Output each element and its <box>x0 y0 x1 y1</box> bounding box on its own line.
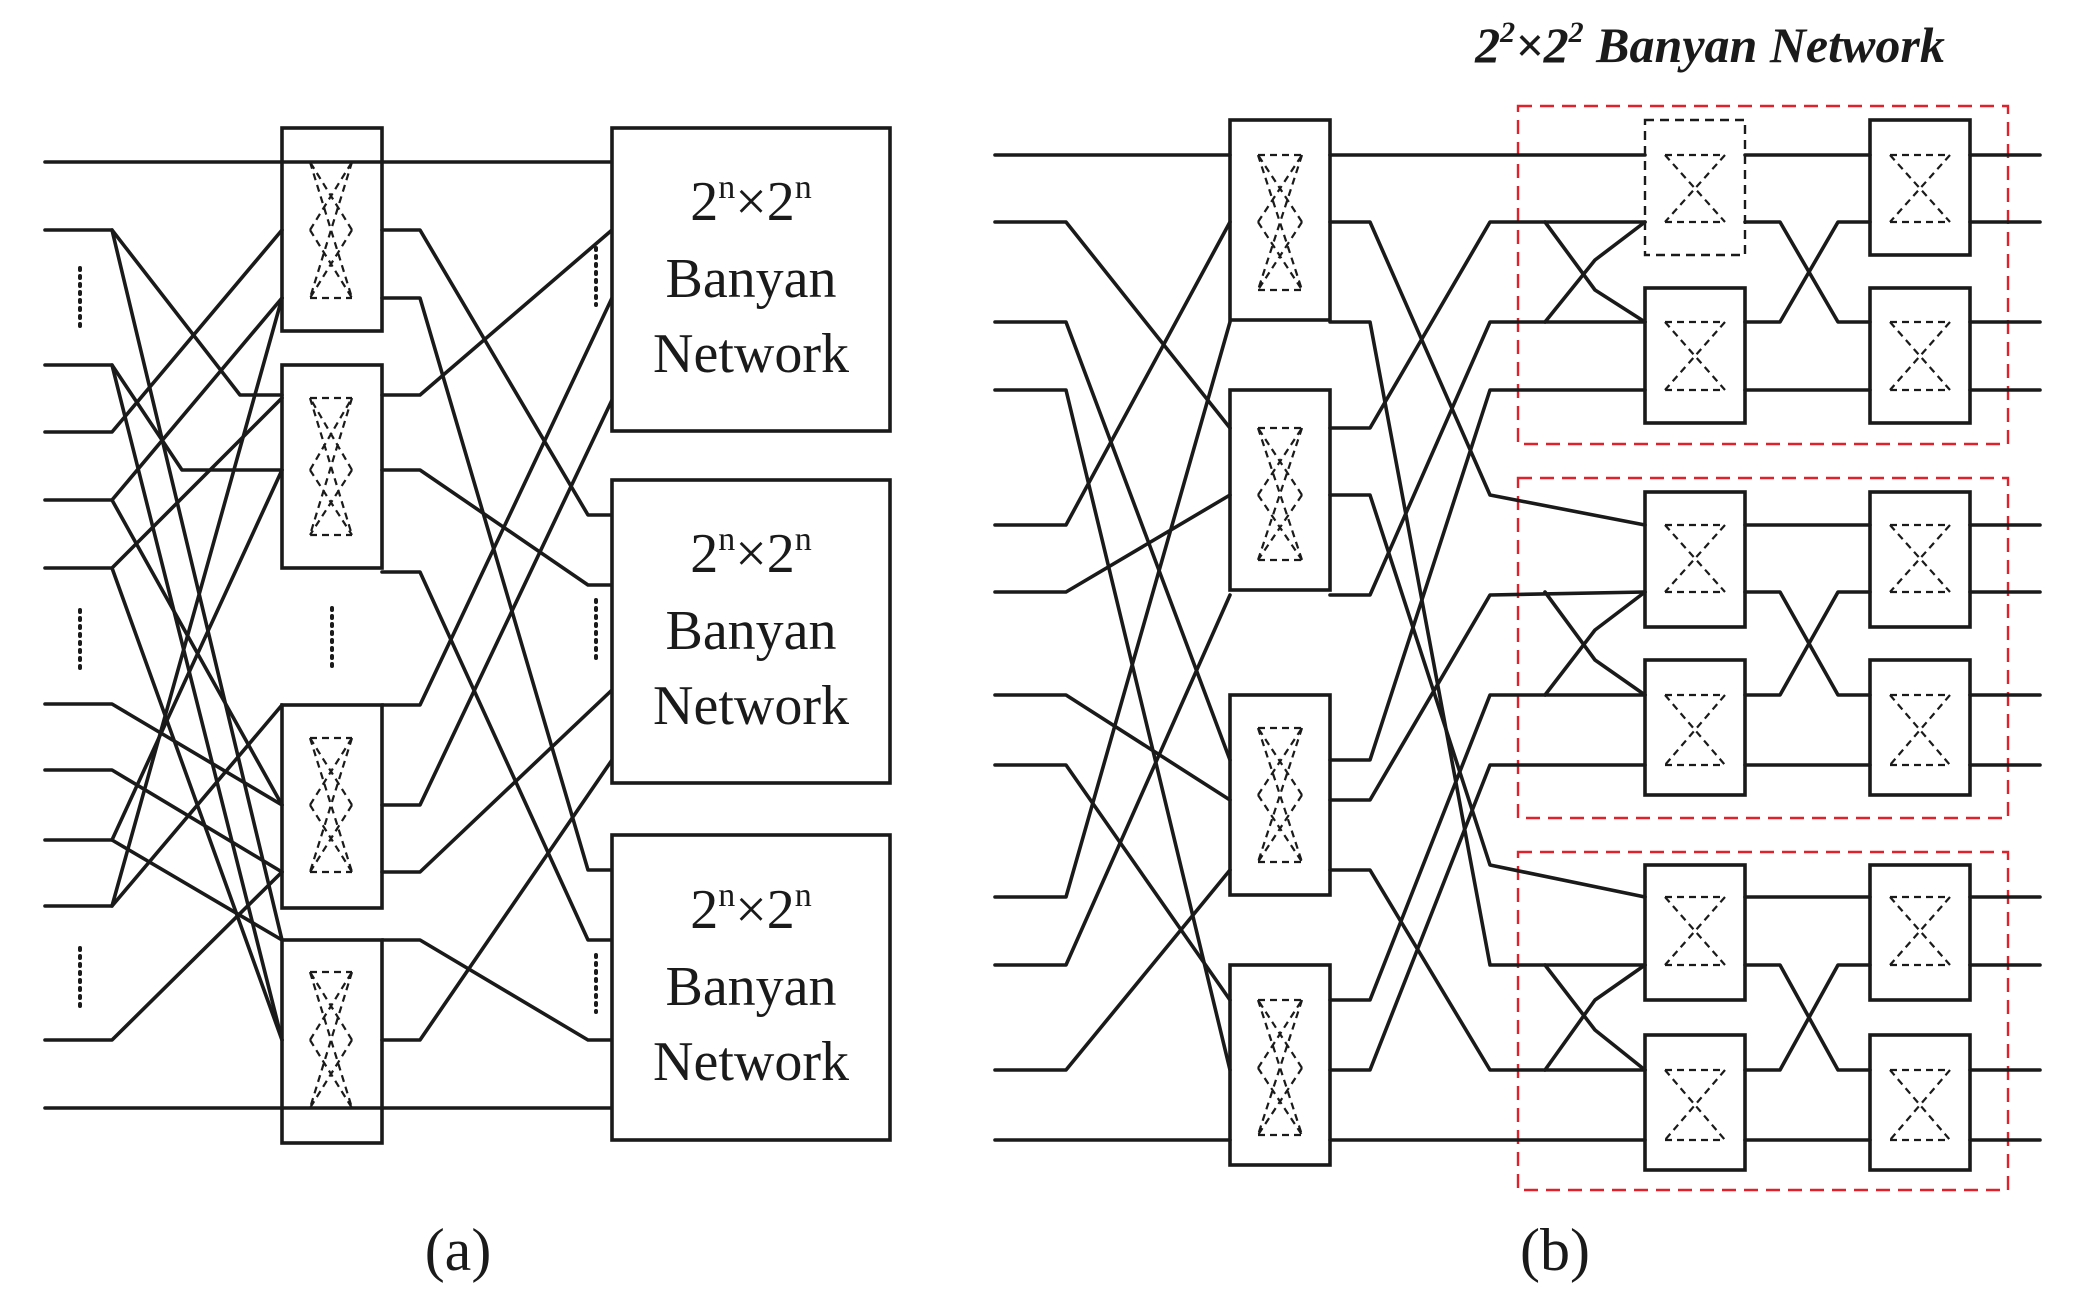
switch-2x2-g1-s4 <box>1868 286 1972 425</box>
switch-2x2-g1-s2 <box>1643 286 1747 425</box>
caption-b: (b) <box>1520 1217 1590 1283</box>
switch-b-2 <box>1228 388 1332 592</box>
banyan-block-3: 2n×2n Banyan Network <box>610 833 892 1142</box>
panel-b-wires <box>993 153 2042 1142</box>
switch-a-4 <box>280 938 384 1145</box>
banyan-group-2 <box>1516 476 2010 820</box>
switch-a-1 <box>280 126 384 333</box>
caption-a: (a) <box>425 1217 492 1283</box>
switch-2x2-g1-s3 <box>1868 118 1972 257</box>
banyan-block-1-label-1: Banyan <box>665 248 836 310</box>
panel-a-ellipses <box>78 246 598 1014</box>
banyan-block-2-label-1: Banyan <box>665 600 836 662</box>
switch-2x2-g3-s3 <box>1868 863 1972 1002</box>
banyan-block-2-size: 2n×2n <box>690 521 812 585</box>
panel-b: 22×22 Banyan Network <box>993 16 2042 1283</box>
switch-a-2 <box>280 363 384 570</box>
banyan-block-2: 2n×2n Banyan Network <box>610 478 892 785</box>
switch-b-3 <box>1228 693 1332 897</box>
panel-b-title: 22×22 Banyan Network <box>1474 16 1945 73</box>
banyan-block-1: 2n×2n Banyan Network <box>610 126 892 433</box>
banyan-block-3-label-1: Banyan <box>665 956 836 1018</box>
switch-2x2-g2-s3 <box>1868 490 1972 629</box>
switch-2x2-g2-s1 <box>1643 490 1747 629</box>
banyan-block-1-size: 2n×2n <box>690 169 812 233</box>
panel-a-wires <box>43 160 614 1110</box>
banyan-group-3 <box>1516 850 2010 1192</box>
switch-2x2-g1-s1 <box>1643 118 1747 257</box>
panel-a: 2n×2n Banyan Network 2n×2n Banyan Networ… <box>43 126 892 1283</box>
banyan-group-1 <box>1516 104 2010 446</box>
panel-b-stage1-switches <box>1228 118 1332 1167</box>
banyan-block-2-label-2: Network <box>653 675 849 737</box>
switch-2x2-g3-s4 <box>1868 1033 1972 1172</box>
switch-a-3 <box>280 703 384 910</box>
banyan-block-3-label-2: Network <box>653 1031 849 1093</box>
switch-2x2-g2-s4 <box>1868 658 1972 797</box>
banyan-block-3-size: 2n×2n <box>690 877 812 941</box>
banyan-block-1-label-2: Network <box>653 323 849 385</box>
panel-a-switches <box>280 126 384 1145</box>
switch-2x2-g3-s2 <box>1643 1033 1747 1172</box>
switch-2x2-g3-s1 <box>1643 863 1747 1002</box>
switch-b-4 <box>1228 963 1332 1167</box>
panel-b-group-switches <box>1643 118 1972 1172</box>
switch-2x2-g2-s2 <box>1643 658 1747 797</box>
switch-b-1 <box>1228 118 1332 322</box>
